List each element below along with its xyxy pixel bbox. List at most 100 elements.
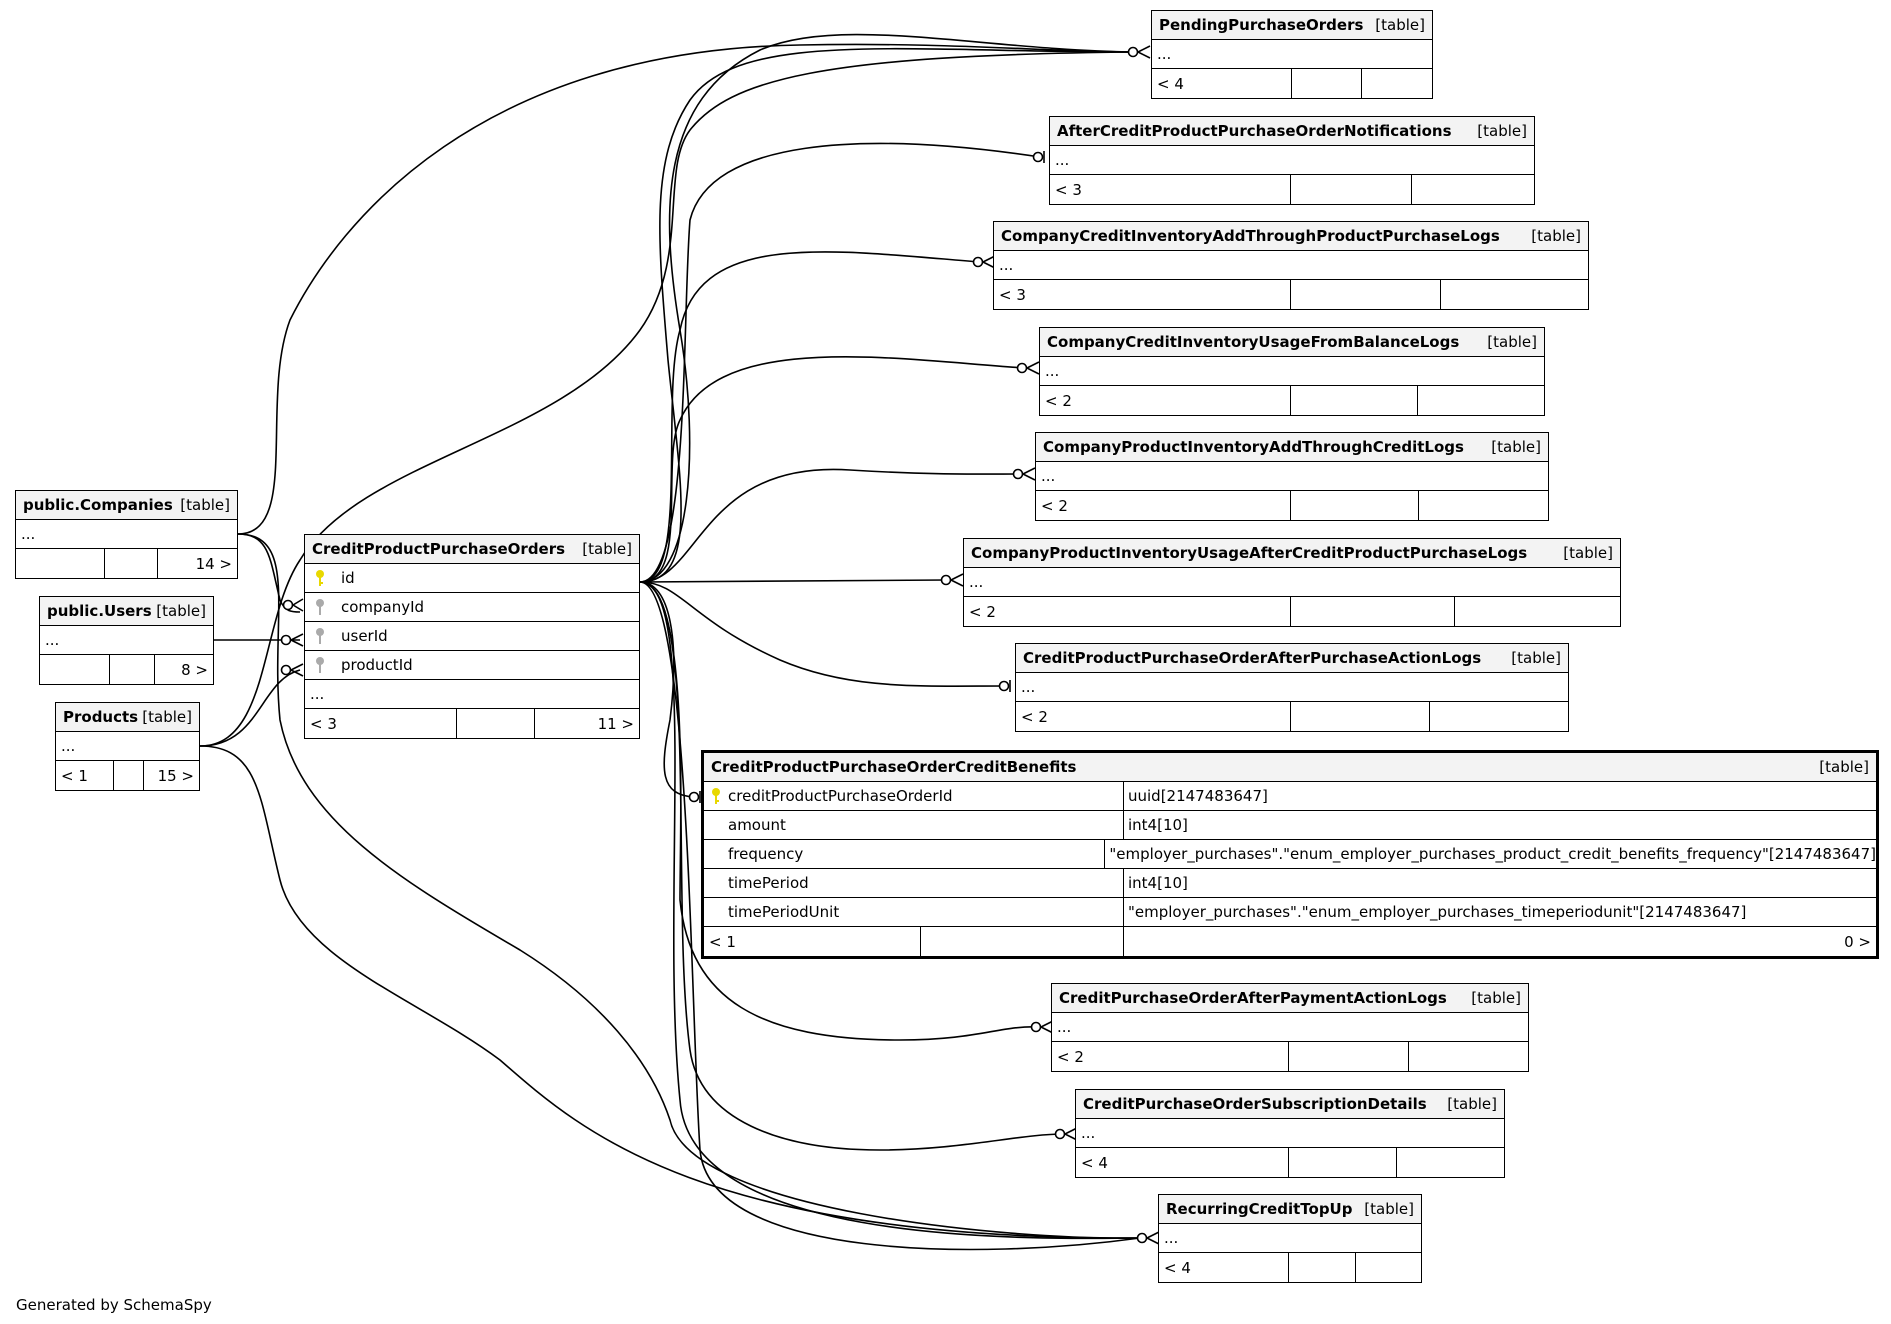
footer-parents[interactable]: < 3: [305, 709, 457, 738]
column-row-id[interactable]: id: [305, 564, 639, 593]
table-cpi-add-logs[interactable]: CompanyProductInventoryAddThroughCreditL…: [1035, 432, 1549, 521]
footer-parents[interactable]: < 4: [1152, 69, 1292, 98]
table-title[interactable]: Products: [63, 708, 139, 726]
edge-cppo-action: [639, 581, 1007, 687]
marker-sub: [1054, 1128, 1066, 1140]
table-title[interactable]: CompanyCreditInventoryAddThroughProductP…: [1001, 227, 1500, 245]
table-title[interactable]: public.Companies: [23, 496, 173, 514]
table-title[interactable]: public.Users: [47, 602, 152, 620]
more-columns[interactable]: ...: [1159, 1224, 1421, 1253]
more-columns[interactable]: ...: [56, 732, 199, 761]
footer-children[interactable]: [1397, 1148, 1504, 1177]
footer-children[interactable]: 8 >: [181, 660, 208, 679]
table-title[interactable]: CreditProductPurchaseOrderCreditBenefits: [711, 758, 1077, 776]
table-recurring-credit-topup[interactable]: RecurringCreditTopUp[table] ... < 4: [1158, 1194, 1422, 1283]
footer-children[interactable]: 0 >: [1844, 932, 1871, 951]
table-title[interactable]: AfterCreditProductPurchaseOrderNotificat…: [1057, 122, 1452, 140]
footer-mid: [1289, 1148, 1397, 1177]
marker-action: [998, 680, 1010, 692]
table-credit-product-purchase-orders[interactable]: CreditProductPurchaseOrders[table] id co…: [304, 534, 640, 739]
more-columns[interactable]: ...: [1040, 357, 1544, 386]
column-row-userId[interactable]: userId: [305, 622, 639, 651]
footer-parents[interactable]: < 2: [964, 597, 1291, 626]
table-cci-add-logs[interactable]: CompanyCreditInventoryAddThroughProductP…: [993, 221, 1589, 310]
table-title[interactable]: CreditPurchaseOrderAfterPaymentActionLog…: [1059, 989, 1447, 1007]
table-cpo-subscription-details[interactable]: CreditPurchaseOrderSubscriptionDetails[t…: [1075, 1089, 1505, 1178]
table-cpi-usage-logs[interactable]: CompanyProductInventoryUsageAfterCreditP…: [963, 538, 1621, 627]
footer-children[interactable]: [1412, 175, 1534, 204]
edge-companies-pending: [237, 43, 1136, 535]
table-title[interactable]: CreditPurchaseOrderSubscriptionDetails: [1083, 1095, 1427, 1113]
more-columns[interactable]: ...: [1016, 673, 1568, 702]
footer-children[interactable]: [1455, 597, 1620, 626]
footer-mid: [1291, 597, 1455, 626]
footer-children[interactable]: [1430, 702, 1568, 731]
more-columns[interactable]: ...: [305, 680, 639, 709]
footer-children[interactable]: 14 >: [195, 554, 232, 573]
table-type-label: [table]: [1531, 227, 1581, 245]
table-after-credit-notifications[interactable]: AfterCreditProductPurchaseOrderNotificat…: [1049, 116, 1535, 205]
table-title[interactable]: CompanyCreditInventoryUsageFromBalanceLo…: [1047, 333, 1460, 351]
table-title[interactable]: CreditProductPurchaseOrderAfterPurchaseA…: [1023, 649, 1482, 667]
footer-parents[interactable]: < 1: [704, 927, 921, 956]
more-columns[interactable]: ...: [1152, 40, 1432, 69]
more-columns[interactable]: ...: [1052, 1013, 1528, 1042]
footer-parents[interactable]: < 3: [1050, 175, 1291, 204]
footer-children[interactable]: 15 >: [157, 766, 194, 785]
marker-aftercredit: [1032, 151, 1044, 163]
table-credit-benefits[interactable]: CreditProductPurchaseOrderCreditBenefits…: [701, 750, 1879, 959]
more-columns[interactable]: ...: [964, 568, 1620, 597]
footer-parents[interactable]: < 3: [994, 280, 1291, 309]
more-columns[interactable]: ...: [1036, 462, 1548, 491]
crowfoot-recurring: [1146, 1231, 1160, 1245]
column-row-timePeriodUnit[interactable]: timePeriodUnit"employer_purchases"."enum…: [704, 898, 1876, 927]
footer-parents[interactable]: < 2: [1036, 491, 1291, 520]
table-title[interactable]: CompanyProductInventoryUsageAfterCreditP…: [971, 544, 1528, 562]
column-row-companyId[interactable]: companyId: [305, 593, 639, 622]
more-columns[interactable]: ...: [40, 626, 213, 655]
more-columns[interactable]: ...: [1050, 146, 1534, 175]
marker-cciusage: [1016, 362, 1028, 374]
column-row-productId[interactable]: productId: [305, 651, 639, 680]
table-cpo-payment-logs[interactable]: CreditPurchaseOrderAfterPaymentActionLog…: [1051, 983, 1529, 1072]
table-title[interactable]: CreditProductPurchaseOrders: [312, 540, 566, 558]
footer-children[interactable]: [1362, 69, 1432, 98]
column-name: frequency: [728, 845, 804, 863]
table-pending-purchase-orders[interactable]: PendingPurchaseOrders[table] ... < 4: [1151, 10, 1433, 99]
more-columns[interactable]: ...: [994, 251, 1588, 280]
table-public-companies[interactable]: public.Companies[table] ... 14 >: [15, 490, 238, 579]
table-cppo-action-logs[interactable]: CreditProductPurchaseOrderAfterPurchaseA…: [1015, 643, 1569, 732]
table-title[interactable]: CompanyProductInventoryAddThroughCreditL…: [1043, 438, 1464, 456]
footer-parents[interactable]: < 4: [1076, 1148, 1289, 1177]
crowfoot-users: [290, 633, 304, 647]
footer-parents[interactable]: < 2: [1052, 1042, 1289, 1071]
marker-benefits: [688, 791, 700, 803]
footer-parents[interactable]: [40, 655, 110, 684]
footer-mid: [1289, 1253, 1356, 1282]
footer-children[interactable]: [1441, 280, 1588, 309]
table-cci-usage-logs[interactable]: CompanyCreditInventoryUsageFromBalanceLo…: [1039, 327, 1545, 416]
table-public-users[interactable]: public.Users[table] ... 8 >: [39, 596, 214, 685]
more-columns[interactable]: ...: [16, 520, 237, 549]
footer-parents[interactable]: [16, 549, 105, 578]
footer-children[interactable]: [1409, 1042, 1528, 1071]
footer-mid: [114, 761, 144, 790]
more-columns[interactable]: ...: [1076, 1119, 1504, 1148]
footer-children[interactable]: 11 >: [597, 714, 634, 733]
table-title[interactable]: PendingPurchaseOrders: [1159, 16, 1364, 34]
footer-parents[interactable]: < 2: [1040, 386, 1291, 415]
footer-parents[interactable]: < 1: [56, 761, 114, 790]
column-row-frequency[interactable]: frequency"employer_purchases"."enum_empl…: [704, 840, 1876, 869]
footer-parents[interactable]: < 2: [1016, 702, 1291, 731]
column-name: timePeriod: [728, 874, 809, 892]
footer-children[interactable]: [1419, 491, 1548, 520]
footer-parents[interactable]: < 4: [1159, 1253, 1289, 1282]
table-title[interactable]: RecurringCreditTopUp: [1166, 1200, 1353, 1218]
footer-children[interactable]: [1418, 386, 1544, 415]
footer-children[interactable]: [1356, 1253, 1421, 1282]
generated-by-note: Generated by SchemaSpy: [16, 1296, 212, 1314]
